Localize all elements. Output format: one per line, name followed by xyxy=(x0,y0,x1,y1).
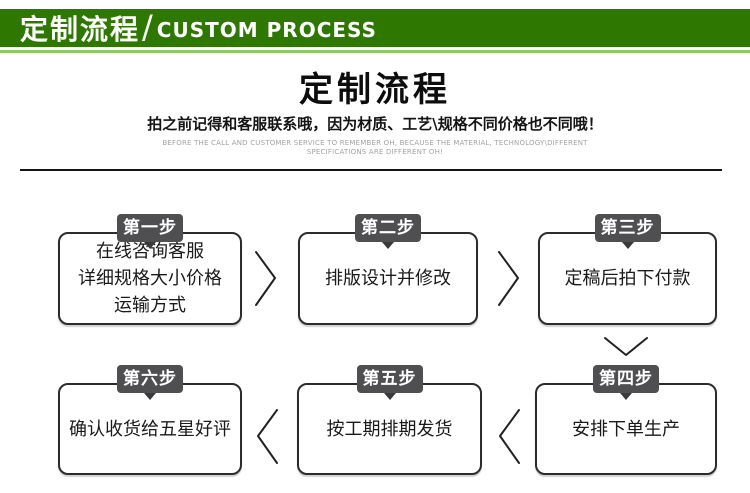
banner-underline xyxy=(0,50,750,53)
step-1-line2: 详细规格大小价格 xyxy=(78,268,222,289)
step-box-1: 第一步 在线咨询客服 详细规格大小价格 运输方式 xyxy=(58,214,242,325)
step-tab-6: 第六步 xyxy=(117,365,183,393)
page-subtitle: 拍之前记得和客服联系哦，因为材质、工艺\规格不同价格也不同哦！ xyxy=(147,115,603,133)
arrow-right-icon xyxy=(255,251,276,306)
step-box-4: 第四步 安排下单生产 xyxy=(535,365,717,475)
step-4-line1: 安排下单生产 xyxy=(572,418,680,440)
subtitle-en-line2: SPECIFICATIONS ARE DIFFERENT OH! xyxy=(306,148,444,156)
page-subtitle-en: BEFORE THE CALL AND CUSTOMER SERVICE TO … xyxy=(0,139,750,157)
step-1-line3: 运输方式 xyxy=(114,295,186,316)
step-1-line1: 在线咨询客服 xyxy=(96,241,204,262)
step-box-5: 第五步 按工期排期发货 xyxy=(297,365,482,475)
arrow-right-icon xyxy=(498,251,519,306)
step-box-3: 第三步 定稿后拍下付款 xyxy=(538,214,717,325)
arrow-down-icon xyxy=(604,337,648,356)
arrow-left-icon xyxy=(257,409,278,464)
section-banner: 定制流程 / CUSTOM PROCESS xyxy=(0,8,750,47)
arrow-left-icon xyxy=(499,409,520,464)
step-tab-3: 第三步 xyxy=(594,214,661,242)
step-box-6: 第六步 确认收货给五星好评 xyxy=(58,365,242,475)
step-5-line1: 按工期排期发货 xyxy=(326,418,453,440)
banner-title-cn: 定制流程 xyxy=(20,13,141,46)
page-title: 定制流程 xyxy=(299,70,451,110)
step-6-line1: 确认收货给五星好评 xyxy=(69,418,231,440)
banner-title-en: CUSTOM PROCESS xyxy=(156,18,377,42)
step-tab-4: 第四步 xyxy=(593,365,659,393)
step-tab-2: 第二步 xyxy=(355,214,421,242)
step-tab-5: 第五步 xyxy=(356,365,423,393)
step-tab-1: 第一步 xyxy=(117,214,183,242)
step-3-line1: 定稿后拍下付款 xyxy=(564,268,691,289)
section-divider xyxy=(20,169,722,171)
step-2-line1: 排版设计并修改 xyxy=(325,268,451,289)
banner-separator: / xyxy=(142,8,153,46)
subtitle-en-line1: BEFORE THE CALL AND CUSTOMER SERVICE TO … xyxy=(162,139,588,147)
step-box-2: 第二步 排版设计并修改 xyxy=(298,214,478,325)
